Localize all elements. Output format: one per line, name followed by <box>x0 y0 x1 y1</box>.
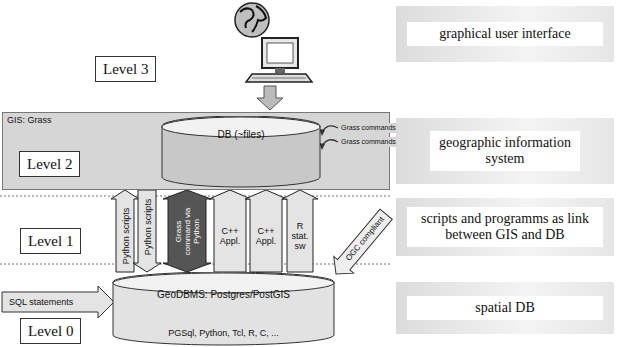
cylinder-body <box>162 116 320 187</box>
note-label: SQL statements <box>8 297 74 307</box>
block-arrow <box>133 190 161 272</box>
band-label: spatial DB <box>407 296 603 320</box>
level-box: Level 3 <box>95 56 156 82</box>
node-label: PGSql, Python, Tcl, R, C, ... <box>116 328 331 339</box>
gis-region: GIS: GrassLevel 2 DB (~files) <box>2 112 390 190</box>
block-arrow <box>245 190 287 272</box>
level-band: scripts and programms as link between GI… <box>396 198 614 256</box>
band-label: graphical user interface <box>407 22 603 46</box>
arrow-label: Python scripts <box>120 202 130 269</box>
sql-arrow <box>2 286 114 318</box>
level-label: Level 3 <box>103 60 148 78</box>
level-band: graphical user interface <box>396 6 614 62</box>
note-label: Grass commands <box>340 123 397 133</box>
computer-icon <box>235 3 312 82</box>
arrow-label: R stat. sw <box>289 221 311 251</box>
ogc-arrow <box>326 206 396 282</box>
block-arrow <box>282 190 318 272</box>
cylinder-body <box>113 272 334 345</box>
level-label: Level 1 <box>28 232 73 250</box>
level-band: geographic information system <box>396 118 614 184</box>
level-label: Level 0 <box>28 322 73 340</box>
level-box: Level 1 <box>20 228 81 254</box>
arrow-label: Grass command via Python <box>174 202 201 260</box>
arrow-label: C++ Appl. <box>252 226 280 246</box>
node-label: GeoDBMS: Postgres/PostGIS <box>116 289 331 301</box>
block-arrow <box>111 190 139 272</box>
node-label: GIS: Grass <box>7 115 52 126</box>
note-label: Grass commands <box>340 137 397 147</box>
level-band: spatial DB <box>396 282 614 334</box>
node-label: DB (~files) <box>165 129 317 141</box>
band-label: scripts and programms as link between GI… <box>407 207 603 247</box>
database-cylinder: DB (~files) <box>161 116 321 188</box>
gis-region-fill <box>2 112 390 190</box>
arrow-label: C++ Appl. <box>216 226 244 246</box>
band-label: geographic information system <box>430 131 580 171</box>
database-cylinder: GeoDBMS: Postgres/PostGIS PGSql, Python, … <box>112 272 335 346</box>
level-box: Level 2 <box>19 151 80 177</box>
down-arrow <box>257 86 283 110</box>
cylinder-outline <box>161 116 321 188</box>
block-arrow <box>163 190 211 272</box>
block-arrow <box>209 190 251 272</box>
arrow-label: Python scripts <box>142 193 152 260</box>
level-label: Level 2 <box>27 155 72 173</box>
note-label: OGC compliant <box>343 214 387 264</box>
level-box: Level 0 <box>20 318 81 344</box>
